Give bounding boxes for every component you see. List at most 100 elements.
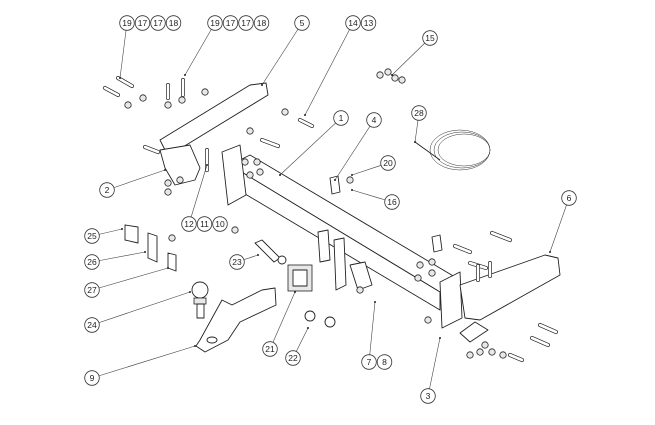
callout-label: 19 [210,18,220,28]
sticker-27 [167,252,177,272]
callout-circle [285,350,301,366]
leader-arrow [164,169,166,171]
callout-label: 17 [226,18,236,28]
nut-washer-icon [346,176,354,184]
callout-group: 9 [84,370,100,386]
leader-arrow [257,254,259,256]
callout-circle [196,216,213,232]
callout-group: 24 [84,317,100,333]
callout-group: 23 [229,254,245,270]
shackle-part [324,316,336,328]
nut-washer-icon [241,158,249,166]
callout-circle [262,341,278,357]
leader-arrow [391,74,393,76]
callout-circle [181,216,197,232]
nut-washer-icon [164,101,172,109]
callout-label: 17 [241,18,251,28]
nut-washer-icon [164,179,172,187]
callout-label: 6 [567,193,572,203]
nut-washer-icon [481,341,489,349]
nut-washer-icon [356,286,364,294]
pin-part [254,239,281,263]
callout-group: 19 17 17 18 [207,15,270,31]
callout-circle [229,254,245,270]
leader-arrow [351,174,353,176]
leader-line [427,337,441,397]
callout-circle [84,370,100,386]
nut-washer-icon [414,274,422,282]
callout-circle [294,15,310,31]
callout-label: 20 [383,158,393,168]
callout-group: 28 [411,105,427,121]
callout-label: 18 [169,18,179,28]
leader-arrow [439,337,441,339]
nut-washer-icon [416,261,424,269]
leader-line [549,197,570,253]
callout-circle [345,15,361,31]
nut-washer-icon [246,127,254,135]
callout-group: 20 [380,155,396,171]
leader-line [334,119,375,181]
callout-group: 21 [262,341,278,357]
callout-label: 17 [153,18,163,28]
callout-circle [99,182,115,198]
leader-arrow [294,291,296,293]
leader-line [391,37,431,76]
nut-washer-icon [428,269,436,277]
leader-arrow [374,301,376,303]
callout-group: 6 [561,190,577,206]
leader-line [184,22,216,76]
callout-label: 1 [339,113,344,123]
nut-washer-icon [168,234,176,242]
callout-circle [150,15,166,31]
callout-label: 19 [122,18,132,28]
tow-ball-part [191,281,209,319]
callout-group: 2 [99,182,115,198]
callout-circle [84,282,100,298]
nut-washer-icon [246,171,254,179]
callout-label: 9 [90,373,95,383]
leader-arrow [121,228,123,230]
callout-label: 17 [138,18,148,28]
callout-label: 18 [257,18,267,28]
callout-circle [119,15,135,31]
callout-circle [84,254,100,270]
leader-arrow [189,291,191,293]
callout-circle [207,15,223,31]
callout-group: 27 [84,282,100,298]
leader-line [261,22,303,86]
callout-circle [361,354,377,370]
callout-group: 22 [285,350,301,366]
leader-arrow [279,174,281,176]
leader-line [269,291,296,350]
bracket-part [159,144,201,186]
leader-arrow [206,164,208,166]
socket-plate-part [329,175,341,195]
callout-label: 26 [87,257,97,267]
nut-washer-icon [253,158,261,166]
shackle-part [304,310,316,322]
callout-group: 5 [294,15,310,31]
leader-arrow [144,251,146,253]
nut-washer-icon [488,348,496,356]
callout-circle [376,354,393,370]
leader-line [188,164,208,225]
callout-circle [222,15,239,31]
callout-group: 16 [384,194,400,210]
callout-group: 19 17 17 18 [119,15,182,31]
callout-label: 22 [288,353,298,363]
callout-label: 2 [105,185,110,195]
callout-label: 12 [184,219,194,229]
leader-arrow [549,251,551,253]
receiver-part [287,229,373,292]
leader-line [91,291,191,326]
nut-washer-icon [384,68,392,76]
leader-arrow [119,77,121,79]
right-lower-bracket-part [459,321,489,343]
callout-label: 16 [387,197,397,207]
nut-washer-icon [428,258,436,266]
